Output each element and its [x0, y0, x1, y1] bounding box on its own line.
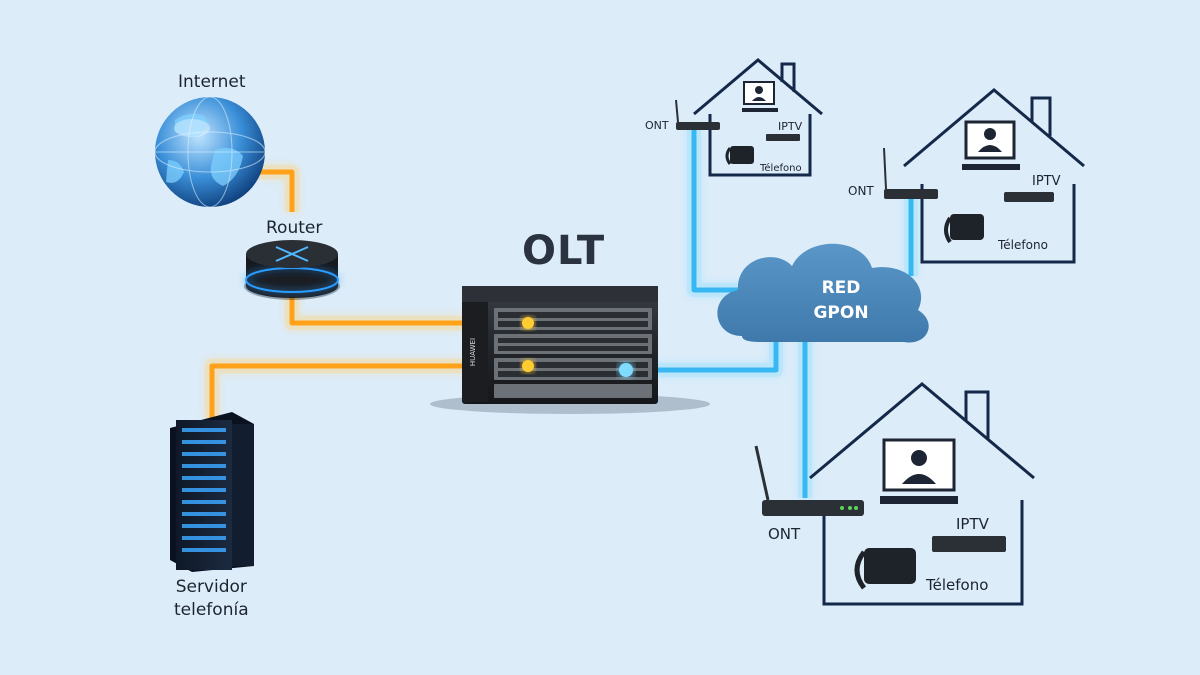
house-3-ont-label: ONT [768, 525, 801, 543]
olt-chassis: HUAWEI [430, 286, 710, 414]
house-1-devices [675, 81, 800, 165]
house-3-phone-label: Télefono [926, 576, 989, 594]
cloud-label-line2: GPON [813, 303, 869, 323]
cloud-label: RED GPON [798, 276, 884, 326]
house-2 [903, 88, 1085, 264]
house-2-iptv-label: IPTV [1032, 174, 1061, 189]
house-1-phone-label: Télefono [760, 163, 802, 174]
server-olt-link [209, 363, 528, 418]
house-2-devices [883, 120, 1054, 244]
ont-1-icon [675, 99, 720, 130]
router-label: Router [266, 218, 323, 238]
computer-3-icon [880, 438, 958, 504]
house-1 [693, 58, 823, 177]
server-label-line2: telefonía [174, 600, 249, 620]
phone-1-icon [725, 146, 754, 165]
iptv-3-icon [932, 536, 1006, 552]
router-olt-link [289, 294, 528, 326]
computer-1-icon [742, 81, 778, 112]
house-1-ont-label: ONT [645, 119, 669, 132]
phone-2-icon [944, 214, 984, 244]
house-2-phone-label: Télefono [998, 238, 1048, 252]
copper-links [205, 165, 528, 418]
server-rack [170, 412, 254, 572]
server-label-line1: Servidor [175, 577, 247, 597]
iptv-2-icon [1004, 192, 1054, 202]
house-2-ont-label: ONT [848, 184, 874, 198]
house-3 [809, 382, 1035, 606]
gpon-cloud [717, 243, 929, 343]
internet-label: Internet [178, 72, 246, 92]
house-3-devices [754, 438, 1006, 590]
iptv-1-icon [766, 134, 800, 141]
phone-3-icon [854, 548, 916, 590]
olt-title: OLT [522, 228, 606, 274]
server-label: Servidor telefonía [174, 576, 249, 622]
olt-cloud-fiber [626, 335, 779, 373]
house-3-iptv-label: IPTV [956, 515, 989, 533]
house-1-iptv-label: IPTV [778, 120, 803, 133]
computer-2-icon [962, 120, 1020, 170]
vendor-logo: HUAWEI [469, 338, 477, 366]
globe-icon [154, 96, 266, 208]
fiber-links [626, 128, 918, 498]
router-device [244, 240, 340, 300]
ont-2-icon [883, 147, 938, 199]
ont-3-icon [754, 445, 864, 516]
internet-router-link [258, 169, 295, 212]
cloud-label-line1: RED [821, 278, 861, 298]
fiber-ont-1 [691, 128, 742, 293]
